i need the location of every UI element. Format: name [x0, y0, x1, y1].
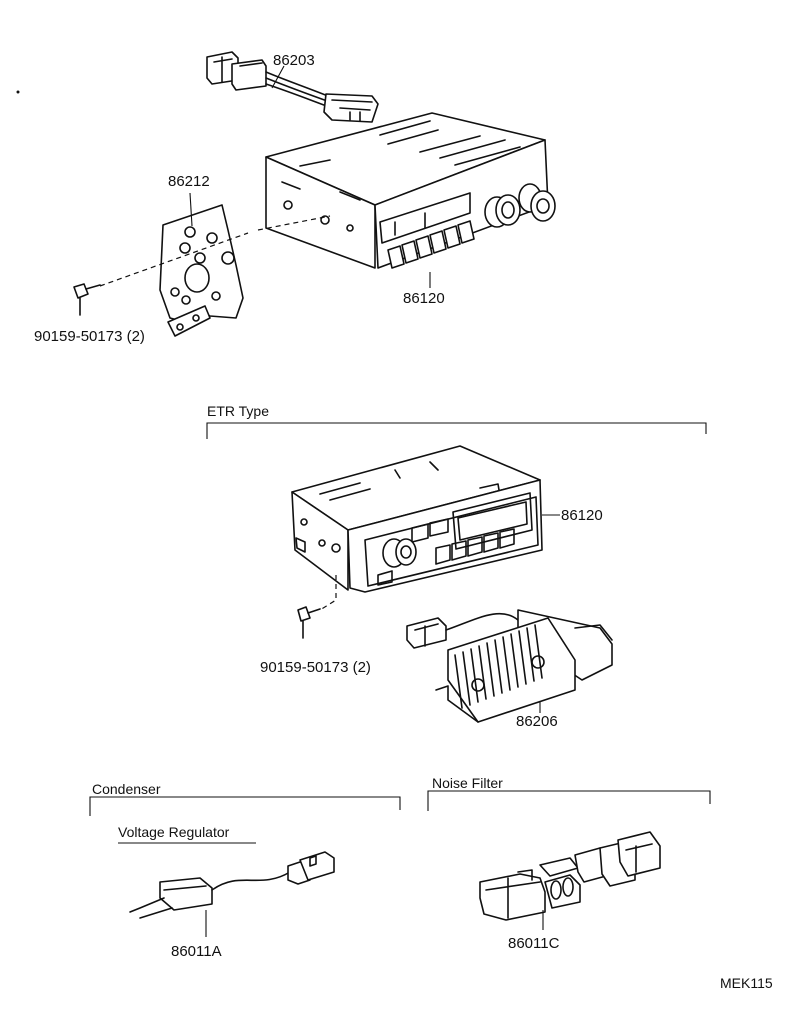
screw-top: [73, 283, 101, 316]
amplifier-86206: [406, 609, 613, 723]
condenser-bracket-line: [89, 796, 401, 816]
noise-filter-86011C: [479, 831, 661, 921]
drawing-code: MEK115: [720, 975, 773, 991]
radio-unit-etr: [291, 445, 543, 593]
noise-filter-bracket-line: [427, 790, 711, 811]
section-noise-filter: Noise Filter: [432, 775, 503, 791]
section-condenser: Condenser: [92, 781, 161, 797]
label-86203: 86203: [273, 52, 315, 69]
label-86011C: 86011C: [508, 935, 560, 952]
label-86120-etr: 86120: [561, 507, 603, 524]
radio-unit-top: [265, 112, 556, 269]
section-etr-type: ETR Type: [207, 403, 269, 419]
label-86120-top: 86120: [403, 290, 445, 307]
label-86011A: 86011A: [171, 943, 222, 960]
label-screw-etr: 90159-50173 (2): [260, 659, 371, 676]
label-86206: 86206: [516, 713, 558, 730]
section-voltage-regulator: Voltage Regulator: [118, 824, 230, 840]
condenser-86011A: [129, 851, 335, 919]
label-86212: 86212: [168, 173, 210, 190]
label-screw-top: 90159-50173 (2): [34, 328, 145, 345]
mounting-bracket-86212: [159, 204, 244, 337]
etr-bracket-line: [206, 422, 707, 439]
screw-etr: [297, 606, 321, 639]
wiring-harness-86203: [206, 51, 379, 123]
